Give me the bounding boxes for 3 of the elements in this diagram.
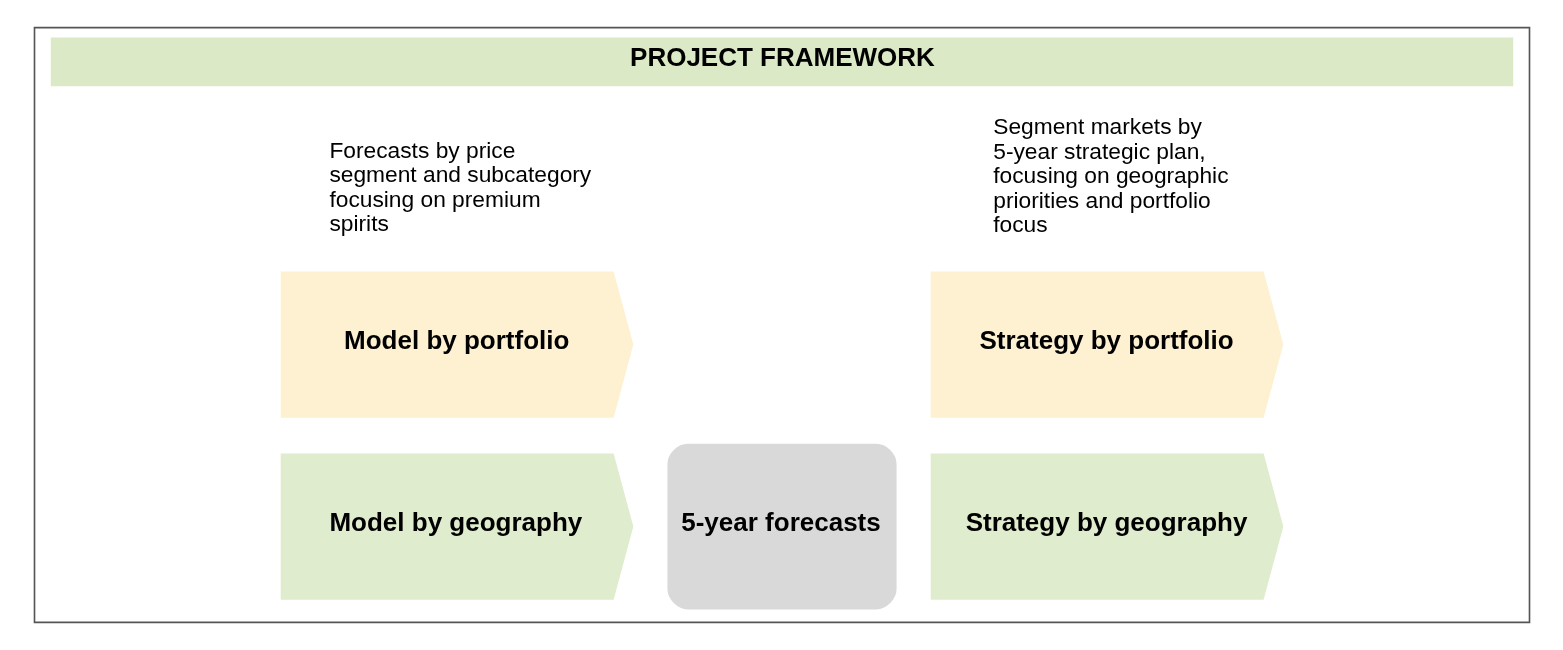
label: Segment markets by 5-year strategic plan, focusing on geographic priorities and portfolio focus xyxy=(992,113,1229,237)
label: Forecasts by price segment and subcategory focusing on premium spirits xyxy=(328,136,591,237)
node-box: 5-year forecasts xyxy=(666,443,897,610)
